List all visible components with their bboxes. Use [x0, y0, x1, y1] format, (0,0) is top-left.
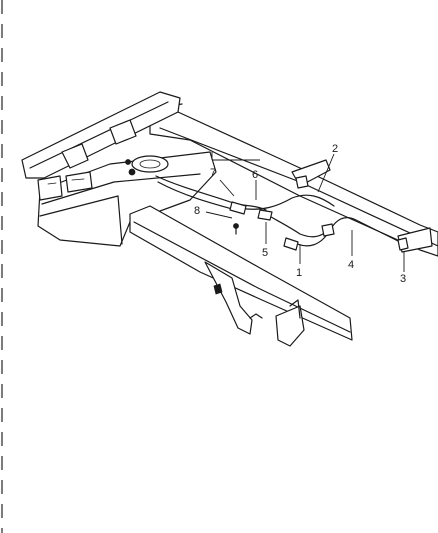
- frame-rail-lower: [129, 205, 353, 347]
- callout-7: 7: [210, 167, 216, 179]
- fuel-tank: [37, 151, 217, 247]
- leader-lines: [205, 152, 405, 272]
- callout-5: 5: [262, 247, 268, 259]
- callout-1: 1: [296, 267, 302, 279]
- callout-3: 3: [400, 273, 406, 285]
- brake-cables: [155, 175, 409, 251]
- callout-2: 2: [332, 143, 338, 155]
- crossmember: [21, 91, 181, 179]
- callout-4: 4: [348, 259, 354, 271]
- callout-6: 6: [252, 169, 258, 181]
- callout-labels: 1 2 3 4 5 6 7 8: [194, 143, 406, 285]
- callout-8: 8: [194, 205, 200, 217]
